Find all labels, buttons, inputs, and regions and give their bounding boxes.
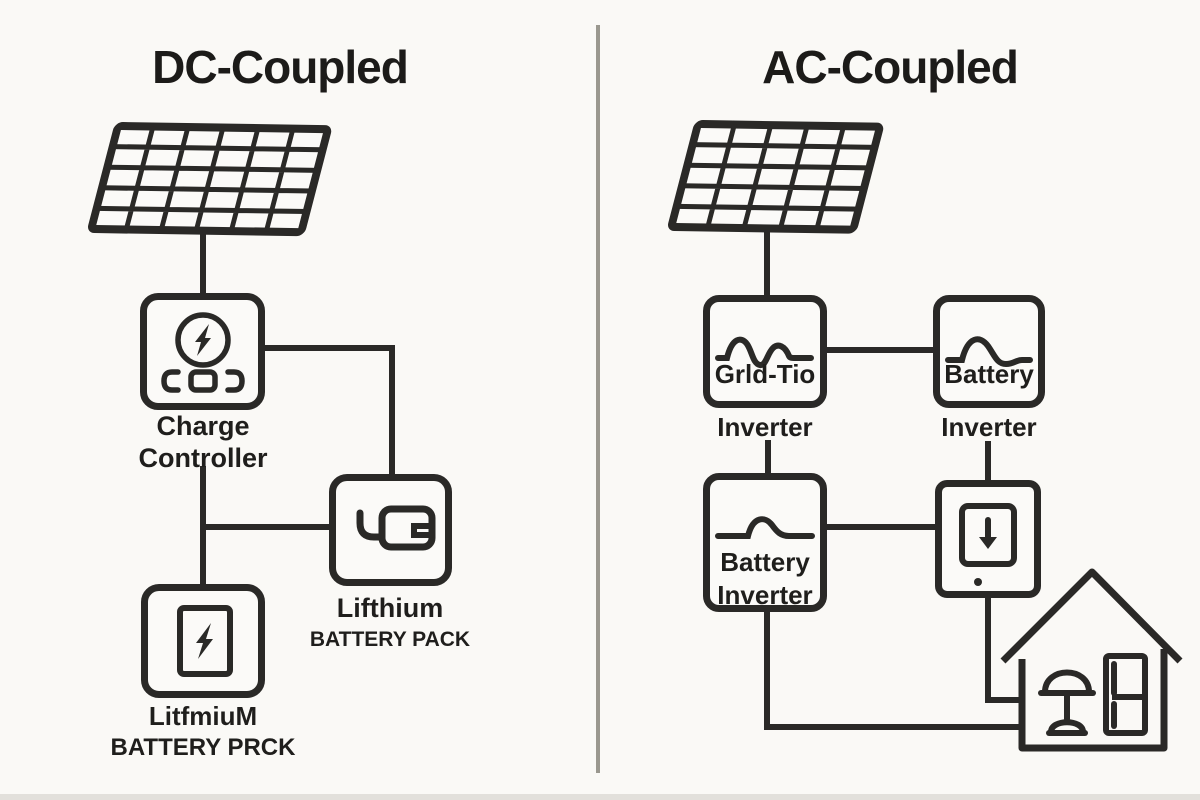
grid-tie-inverter-box: Grld-Tio <box>703 295 827 408</box>
down-arrow-icon <box>959 503 1017 586</box>
left-title: DC-Coupled <box>152 41 409 93</box>
battery-inverter-top-inner-label: Battery <box>944 359 1034 389</box>
lithium-battery-label: LitfmiuM BATTERY PRCK <box>103 701 303 763</box>
plug-icon <box>356 505 436 551</box>
battery-pack-label: Lifthium BATTERY PACK <box>290 592 490 653</box>
battery-storage-box <box>935 480 1041 598</box>
solar-panel-icon <box>87 122 332 237</box>
house-icon <box>1000 568 1183 752</box>
battery-pack-box <box>329 474 452 586</box>
lightning-circle-icon <box>161 312 245 393</box>
lamp-icon <box>1038 669 1096 736</box>
lithium-battery-box <box>141 584 265 698</box>
battery-inverter-top-box: Battery <box>933 295 1045 408</box>
charge-ports-icon <box>161 369 245 393</box>
solar-panel-icon <box>667 120 884 234</box>
wire-storage-to-house <box>985 596 1021 703</box>
battery-inverter-bottom-label: Battery Inverter <box>710 546 820 611</box>
battery-pack-label-line2: BATTERY PACK <box>309 628 471 652</box>
grid-tie-inverter-outer-label: Inverter <box>717 412 813 442</box>
center-divider <box>596 25 600 773</box>
right-title: AC-Coupled <box>762 41 1019 93</box>
lithium-battery-label-line2: BATTERY PRCK <box>110 734 296 762</box>
lithium-battery-label-line1: LitfmiuM <box>148 701 258 731</box>
charge-controller-label: Charge Controller <box>103 410 303 475</box>
battery-inverter-top-outer-label: Inverter <box>941 412 1037 442</box>
battery-inverter-bottom-label-line2: Inverter <box>717 579 813 610</box>
charge-controller-label-line1: Charge <box>156 411 250 441</box>
battery-pack-label-line1: Lifthium <box>336 593 444 623</box>
wire-controller-to-battery-pack <box>262 345 395 480</box>
charge-controller-label-line2: Controller <box>138 443 268 474</box>
battery-inverter-bottom-box: Battery Inverter <box>703 473 827 612</box>
sine-wave-icon <box>715 336 814 368</box>
wire-battery-inverter-bottom-to-house <box>764 610 1021 730</box>
charge-controller-box <box>140 293 265 410</box>
grid-tie-inverter-inner-label: Grld-Tio <box>714 359 816 389</box>
sine-wave-icon <box>715 516 815 539</box>
sine-wave-icon <box>945 336 1033 368</box>
battery-inverter-bottom-label-line1: Battery <box>720 547 810 577</box>
fridge-icon <box>1103 653 1148 736</box>
battery-bolt-icon <box>177 605 233 677</box>
